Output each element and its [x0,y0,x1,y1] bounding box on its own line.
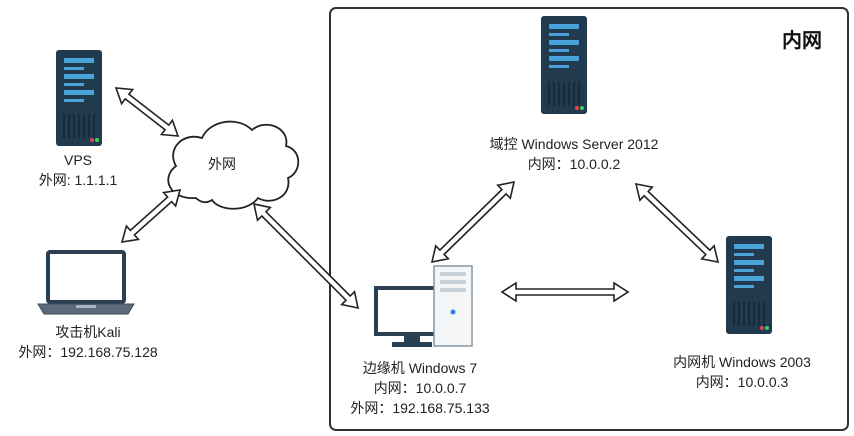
edge-ip-internal: 内网：10.0.0.7 [373,380,467,396]
vps-ip: 外网: 1.1.1.1 [38,172,118,188]
kali-name: 攻击机Kali [55,324,121,340]
connection-arrows [114,87,720,310]
dc-node-label: 域控 Windows Server 2012 内网：10.0.0.2 [460,134,688,174]
host2003-node-label: 内网机 Windows 2003 内网：10.0.0.3 [650,352,834,392]
internet-cloud-icon [167,120,300,210]
kali-laptop-icon [37,250,135,315]
vps-server-icon [56,50,102,146]
edge-desktop-icon [374,265,473,347]
arrow-kali-cloud [120,189,182,243]
intranet-boundary [329,7,849,431]
kali-ip: 外网：192.168.75.128 [18,344,158,360]
host2003-ip: 内网：10.0.0.3 [695,374,789,390]
host2003-name: 内网机 Windows 2003 [673,354,811,370]
arrow-dc-host2003 [634,182,720,264]
arrow-cloud-edge [252,202,360,310]
arrow-edge-host2003 [500,281,630,303]
edge-ip-external: 外网：192.168.75.133 [350,400,490,416]
arrow-vps-cloud [114,87,180,137]
edge-name: 边缘机 Windows 7 [362,360,478,376]
vps-name: VPS [63,152,92,168]
dc-ip: 内网：10.0.0.2 [527,156,621,172]
internet-label: 外网 [208,156,236,172]
host2003-server-icon [726,236,772,334]
intranet-title: 内网 [782,30,822,52]
dc-server-icon [541,16,587,114]
dc-name: 域控 Windows Server 2012 [489,136,659,152]
edge-node-label: 边缘机 Windows 7 内网：10.0.0.7 外网：192.168.75.… [332,358,508,418]
arrow-edge-dc [430,180,516,264]
vps-node-label: VPS 外网: 1.1.1.1 [14,150,142,190]
kali-node-label: 攻击机Kali 外网：192.168.75.128 [0,322,176,362]
